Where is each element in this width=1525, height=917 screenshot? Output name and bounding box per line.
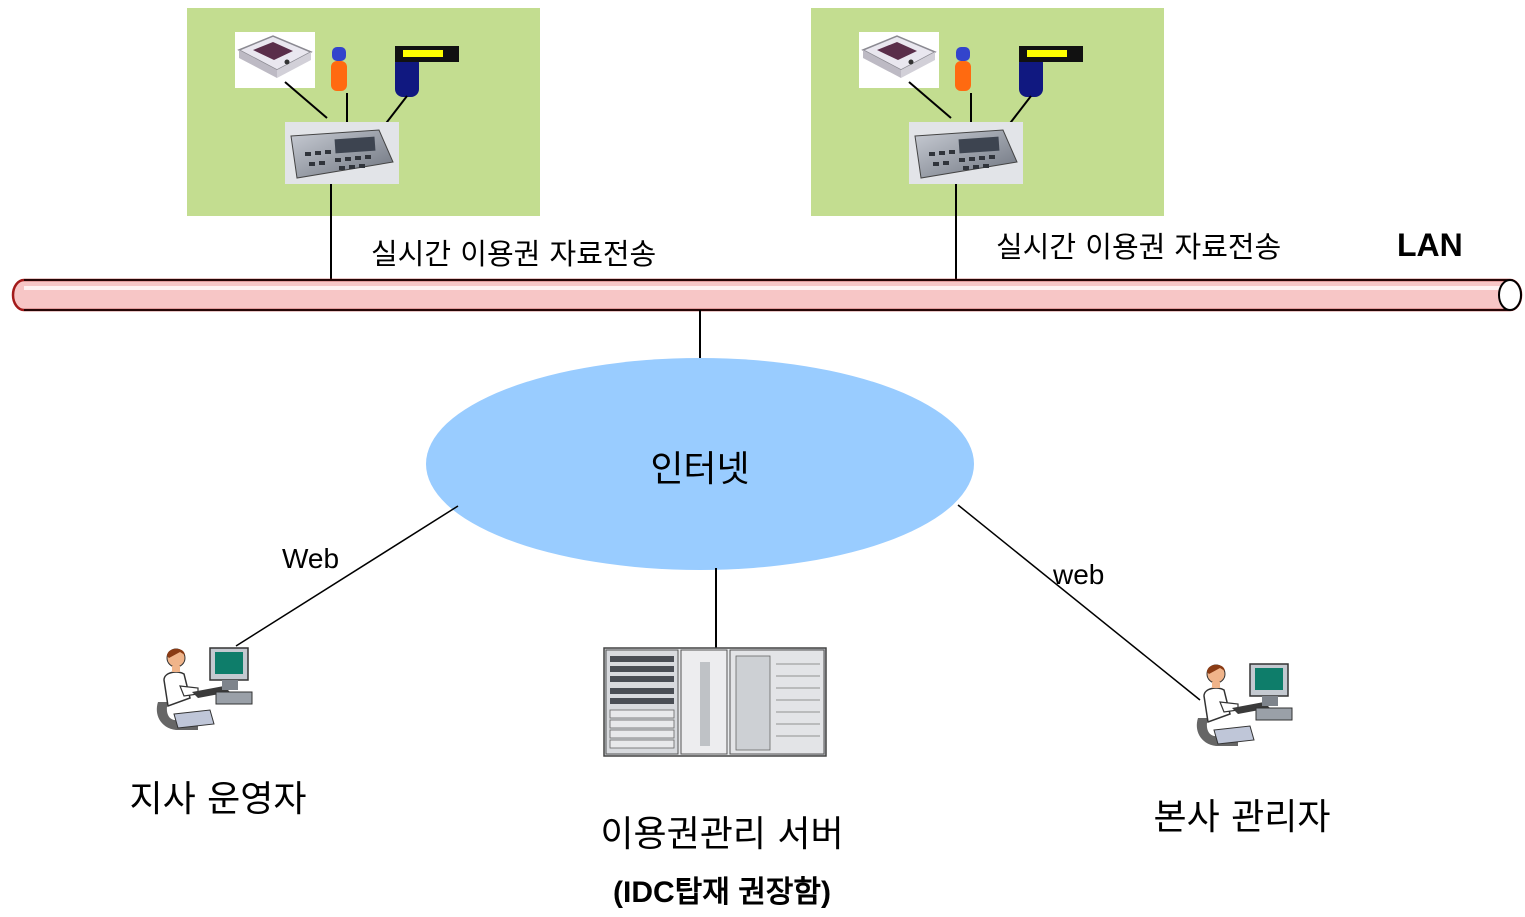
hq-manager-label: 본사 관리자 <box>1153 797 1330 838</box>
lan-backbone <box>11 278 1523 312</box>
server-rack-icon <box>603 647 827 757</box>
server-name-label: 이용권관리 서버 <box>600 814 843 855</box>
internet-label: 인터넷 <box>650 449 749 490</box>
internet-cloud <box>426 358 974 570</box>
web-link-hq <box>957 504 1201 701</box>
web-link-branch <box>235 505 459 647</box>
server-note-label: (IDC탑재 권장함) <box>613 876 831 909</box>
hq-manager-icon <box>1196 663 1293 747</box>
web-label-right: web <box>1052 559 1104 590</box>
web-label-left: Web <box>282 543 339 574</box>
branch-operator-label: 지사 운영자 <box>129 779 306 820</box>
realtime-transfer-label-right: 실시간 이용권 자료전송 <box>996 230 1281 264</box>
branch-operator-icon <box>156 647 253 731</box>
realtime-transfer-label-left: 실시간 이용권 자료전송 <box>371 237 656 271</box>
lan-title: LAN <box>1397 227 1463 263</box>
